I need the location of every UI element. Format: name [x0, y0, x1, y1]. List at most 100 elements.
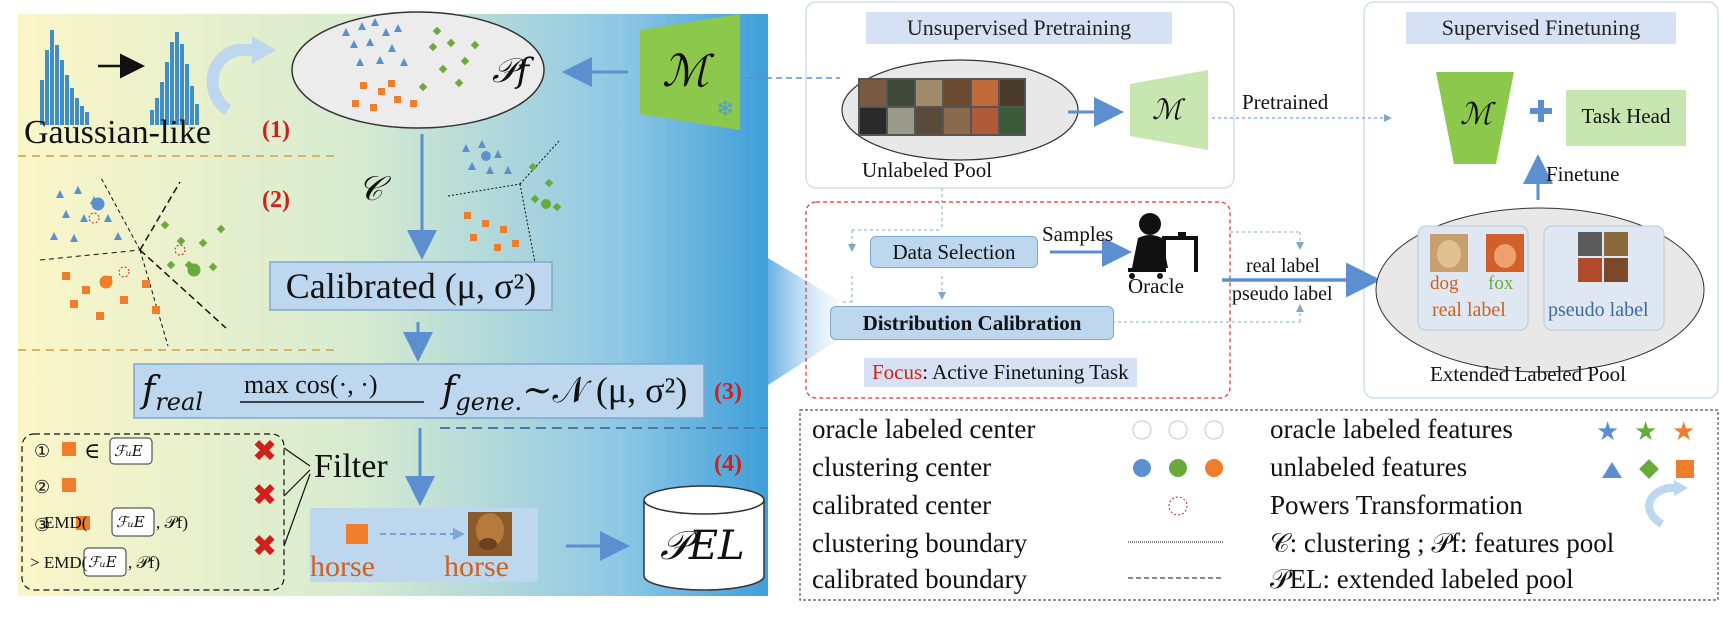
- snowflake-icon: ❄: [716, 97, 734, 122]
- svg-text:✖: ✖: [252, 478, 277, 513]
- task-head-label: Task Head: [1581, 104, 1671, 128]
- focus-panel: [805, 201, 1231, 399]
- legend-unlabeled-shapes: [1602, 459, 1694, 479]
- finetune-model-shape: [1436, 72, 1514, 164]
- distribution-calibration-box: Distribution Calibration: [830, 306, 1114, 340]
- features-pool-points: [342, 18, 480, 111]
- clustering-scatter-left: [39, 175, 227, 347]
- filter-item-1-num: ①: [34, 441, 51, 461]
- supervised-finetuning-title: Supervised Finetuning: [1406, 12, 1676, 44]
- filter-item-3-text: EMD(: [44, 513, 88, 532]
- legend-powers-transformation-icon: [1645, 484, 1676, 528]
- legend-label-unlabeled-features: unlabeled features: [1270, 452, 1468, 482]
- histogram-right: [150, 32, 199, 125]
- filter-item-1-text: ∈: [84, 438, 101, 463]
- pretrain-model-symbol: ℳ: [1152, 93, 1182, 126]
- unlabeled-pool-label: Unlabeled Pool: [862, 158, 993, 182]
- supervised-panel: [1363, 1, 1719, 399]
- formula-max-cos: max cos(·, ·): [244, 370, 378, 399]
- legend-labeled-stars: ★ ★ ★: [1596, 417, 1695, 447]
- legend-label-oracle-center: oracle labeled center: [812, 414, 1036, 444]
- legend-label-extended-pool: 𝒫EL: extended labeled pool: [1270, 564, 1574, 594]
- extended-labeled-pool-label: Extended Labeled Pool: [1430, 362, 1626, 386]
- svg-text:★: ★: [1596, 417, 1619, 447]
- finetune-model-symbol: ℳ: [1460, 97, 1493, 132]
- finetune-label: Finetune: [1546, 162, 1620, 186]
- frozen-model-symbol: ℳ: [662, 46, 710, 97]
- filter-squares: [62, 442, 90, 530]
- legend-frame: [799, 409, 1719, 601]
- horse-left-label: horse: [310, 550, 375, 583]
- data-selection-box: Data Selection: [870, 236, 1038, 268]
- legend-label-clustering-center: clustering center: [812, 452, 992, 482]
- svg-text:✖: ✖: [252, 434, 277, 469]
- svg-text:★: ★: [1672, 417, 1695, 447]
- fox-image: [1486, 234, 1524, 272]
- pretrain-model-shape: [1130, 70, 1208, 150]
- step-3-label: (3): [714, 379, 742, 405]
- filter-cylinder-label-3: ℱᵤE: [88, 553, 117, 571]
- filter-item-3-num: ③: [34, 515, 51, 535]
- oracle-label: Oracle: [1128, 274, 1184, 298]
- features-pool-symbol: 𝒫f: [492, 51, 530, 91]
- horse-image: [468, 512, 512, 556]
- real-label-text: real label: [1246, 255, 1320, 277]
- unsupervised-panel: [805, 1, 1235, 189]
- legend-oracle-centers: [1132, 420, 1224, 440]
- pseudo-label-images: [1578, 232, 1628, 282]
- extended-pool-cylinder: [643, 485, 765, 591]
- filter-cylinder-label-2: ℱᵤE: [116, 513, 145, 531]
- filter-item-2-num: ②: [34, 477, 51, 497]
- extended-pool-symbol: 𝒫EL: [660, 523, 745, 569]
- legend-label-calibrated-boundary: calibrated boundary: [812, 564, 1028, 594]
- filter-cylinder-label-1: ℱᵤE: [114, 442, 143, 460]
- task-head-box: [1566, 90, 1686, 146]
- samples-label: Samples: [1042, 222, 1114, 246]
- step-2-label: (2): [262, 187, 290, 213]
- filter-reject-icons: ✖ ✖ ✖: [252, 434, 277, 564]
- focus-label: Focus: Active Finetuning Task: [864, 358, 1137, 387]
- pseudo-label-inner: pseudo label: [1548, 299, 1649, 321]
- calibrated-box: [269, 261, 553, 311]
- dog-image: [1430, 234, 1468, 272]
- features-pool-ellipse: [291, 11, 545, 129]
- oracle-icon: [1128, 213, 1198, 279]
- dog-label: dog: [1430, 273, 1459, 294]
- gaussian-like-label: Gaussian-like: [24, 114, 211, 151]
- step-1-label: (1): [262, 117, 290, 143]
- svg-text:✖: ✖: [252, 529, 277, 564]
- filter-item-4-tail: , 𝒫f): [128, 553, 161, 572]
- filter-item-4-text: > EMD(: [30, 553, 88, 572]
- fox-label: fox: [1488, 273, 1514, 294]
- powers-transformation-icon: [206, 44, 254, 116]
- step-4-label: (4): [714, 451, 742, 477]
- filter-item-3-tail: , 𝒫f): [156, 513, 189, 532]
- calibrated-label: Calibrated (μ, σ²): [285, 266, 537, 306]
- unlabeled-pool-image-grid: [858, 78, 1026, 136]
- unsupervised-pretraining-title: Unsupervised Pretraining: [866, 12, 1172, 44]
- legend-label-oracle-features: oracle labeled features: [1270, 414, 1513, 444]
- real-label-inner: real label: [1432, 299, 1506, 321]
- legend-calibrated-center: [1168, 496, 1188, 516]
- pretrained-label: Pretrained: [1242, 90, 1329, 114]
- formula-f-real: freal: [142, 370, 203, 417]
- filter-cylinders: [83, 437, 155, 577]
- formula-box: [133, 363, 705, 419]
- connector-cone: [768, 258, 838, 385]
- pseudo-label-text: pseudo label: [1232, 283, 1333, 305]
- histogram-left: [40, 30, 89, 125]
- clustering-symbol: 𝒞: [358, 169, 383, 209]
- frozen-model-shape: [640, 14, 740, 130]
- legend-clustering-centers: [1133, 459, 1223, 477]
- horse-right-label: horse: [444, 550, 509, 583]
- filter-panel: [21, 433, 285, 591]
- legend-label-clustering-boundary: clustering boundary: [812, 528, 1028, 558]
- svg-text:★: ★: [1634, 417, 1657, 447]
- legend-label-clustering-features-pool: 𝒞: clustering ; 𝒫f: features pool: [1270, 528, 1615, 558]
- legend-label-calibrated-center: calibrated center: [812, 490, 992, 520]
- legend-label-powers-transformation: Powers Transformation: [1270, 490, 1523, 520]
- formula-f-gene: fgene.∼𝒩 (μ, σ²): [442, 370, 688, 417]
- plus-icon: [1530, 100, 1552, 122]
- filter-label: Filter: [314, 448, 388, 485]
